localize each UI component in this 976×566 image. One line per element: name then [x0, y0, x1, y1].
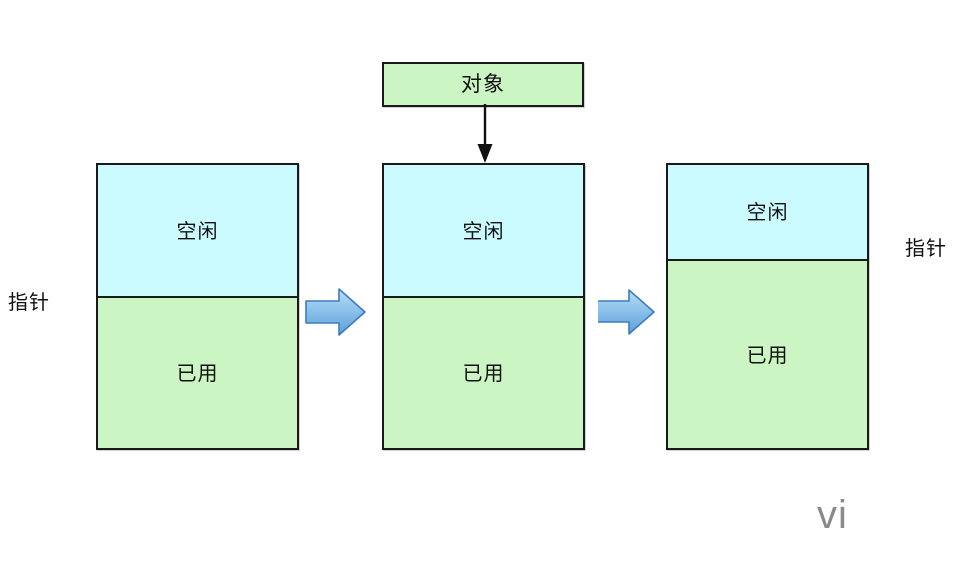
- memory-block-after: 空闲 已用: [666, 163, 869, 450]
- object-box-label: 对象: [461, 72, 505, 96]
- free-segment-label: 空闲: [176, 218, 219, 243]
- free-segment-label: 空闲: [462, 218, 505, 243]
- used-segment-label: 已用: [746, 342, 789, 367]
- transition-arrow-1-icon: [305, 288, 366, 336]
- free-segment: 空闲: [668, 165, 867, 262]
- used-segment-label: 已用: [462, 361, 505, 385]
- memory-block-allocating: 空闲 已用: [382, 163, 585, 450]
- used-segment: 已用: [668, 261, 867, 448]
- free-segment-label: 空闲: [746, 200, 789, 225]
- memory-block-before: 空闲 已用: [96, 163, 299, 450]
- object-box: 对象: [382, 62, 584, 107]
- used-segment-label: 已用: [176, 361, 219, 385]
- free-segment: 空闲: [384, 165, 583, 298]
- transition-arrow-2-icon: [598, 289, 655, 335]
- used-segment: 已用: [98, 298, 297, 448]
- free-segment: 空闲: [98, 165, 297, 298]
- used-segment: 已用: [384, 298, 583, 448]
- watermark-text: vi: [817, 493, 848, 537]
- object-to-block-arrow-icon: [477, 104, 493, 163]
- pointer-label-right: 指针: [905, 236, 947, 260]
- pointer-label-left: 指针: [8, 290, 50, 314]
